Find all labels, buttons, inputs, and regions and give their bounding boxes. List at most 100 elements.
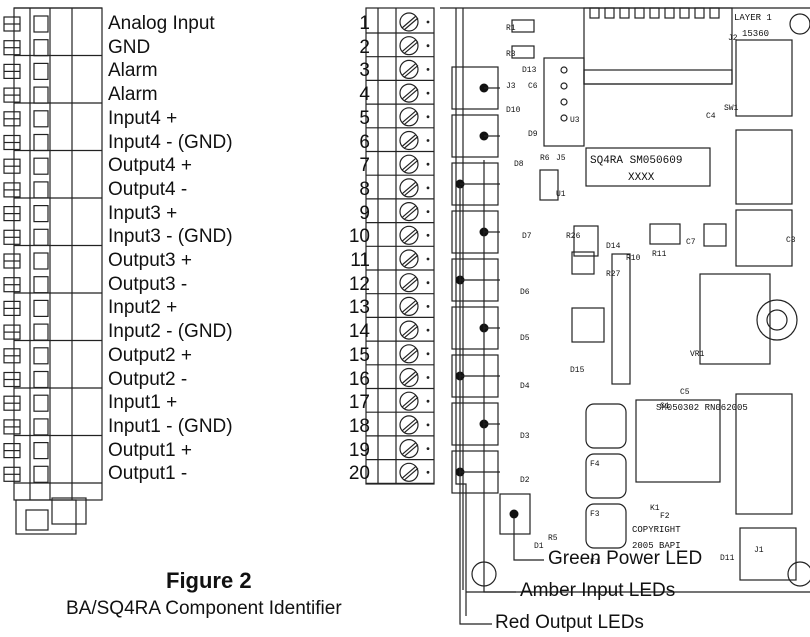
mounting-hole (789, 13, 810, 35)
ref-designator: R10 (626, 254, 641, 263)
green-led-leader (513, 518, 544, 561)
part-label-line2: XXXX (628, 172, 655, 184)
ic-chip (571, 307, 605, 343)
relay (735, 209, 793, 267)
screw-icon (399, 344, 419, 364)
heatsink-screw-icon (756, 299, 798, 341)
terminal-number: 5 (359, 107, 370, 129)
layer-label: LAYER 1 (734, 13, 772, 23)
terminal-number: 12 (348, 273, 370, 295)
terminal-label: Output1 + (108, 439, 192, 461)
copyright-label: COPYRIGHT (632, 525, 681, 535)
terminal-number: 4 (359, 84, 370, 106)
screw-icon (399, 178, 419, 198)
terminal-label: Input4 + (108, 107, 178, 129)
terminal-number: 17 (348, 392, 370, 414)
ref-designator: R3 (506, 50, 516, 59)
ref-designator: C7 (686, 238, 696, 247)
terminal-number: 6 (359, 131, 370, 153)
ref-designator: R27 (606, 270, 621, 279)
ref-designator: C5 (680, 388, 690, 397)
terminal-label: Output2 - (108, 368, 188, 390)
part-label-box (585, 147, 711, 187)
ref-designator: SW1 (724, 104, 739, 113)
screw-icon (399, 130, 419, 151)
ref-designator: C1 (660, 402, 670, 411)
ref-designator: J3 (506, 82, 516, 91)
screw-icon (399, 296, 419, 316)
ref-designator: J2 (728, 34, 738, 43)
terminal-number: 19 (348, 439, 370, 461)
ref-designator: F3 (590, 510, 600, 519)
ref-designator: J1 (754, 546, 764, 555)
terminal-number: 11 (350, 250, 370, 271)
revision-label: SM050302 RN062005 (656, 403, 748, 413)
part-label-line1: SQ4RA SM050609 (590, 155, 682, 167)
callout-green-power-led: Green Power LED (548, 548, 703, 569)
transformer (635, 399, 721, 483)
ref-designator: U3 (570, 116, 580, 125)
terminal-number: 7 (359, 155, 370, 177)
voltage-regulator (699, 273, 771, 365)
terminal-label: Input1 + (108, 392, 178, 414)
ref-designator: VR1 (690, 350, 705, 359)
ref-designator: D4 (520, 382, 530, 391)
screw-icon (399, 202, 419, 222)
terminal-number: 15 (348, 344, 370, 366)
terminal-number: 14 (348, 321, 370, 343)
figure-subtitle: BA/SQ4RA Component Identifier (66, 598, 342, 619)
ref-designator: D7 (522, 232, 532, 241)
terminal-label: Input2 - (GND) (108, 321, 233, 343)
terminal-label: Alarm (108, 84, 158, 106)
terminal-label: Analog Input (108, 13, 215, 34)
screw-icon (399, 415, 419, 435)
board-number-label: 15360 (742, 29, 769, 39)
terminal-label: Output3 - (108, 273, 188, 295)
terminal-label: Alarm (108, 60, 158, 82)
terminal-number: 18 (348, 415, 370, 437)
terminal-label: Input4 - (GND) (108, 131, 233, 153)
ref-designator: D11 (720, 554, 735, 563)
pcb-outline (440, 7, 810, 616)
fuse (585, 503, 627, 549)
screw-icon (399, 12, 419, 32)
ref-designator: R6 (540, 154, 550, 163)
ref-designator: R11 (652, 250, 667, 259)
relay (735, 129, 793, 205)
screw-icon (399, 249, 419, 269)
terminal-label: Input2 + (108, 297, 178, 319)
ref-designator: J5 (556, 154, 566, 163)
terminal-number: 1 (359, 13, 370, 34)
ref-designator: D1 (534, 542, 544, 551)
terminal-label: Input3 - (GND) (108, 226, 233, 248)
left-terminal-housing (13, 7, 103, 501)
screw-icon (399, 225, 419, 245)
ref-designator: K1 (650, 504, 660, 513)
ref-designator: D10 (506, 106, 521, 115)
ref-designator: D14 (606, 242, 621, 251)
terminal-label: Output4 + (108, 155, 192, 177)
fuse (585, 453, 627, 499)
screw-icon (399, 320, 419, 340)
ref-designator: R1 (506, 24, 516, 33)
ref-designator: D2 (520, 476, 530, 485)
ref-designator: R26 (566, 232, 581, 241)
terminal-label: Input1 - (GND) (108, 415, 233, 437)
ref-designator: D5 (520, 334, 530, 343)
ref-designator: C6 (528, 82, 538, 91)
ref-designator: C4 (706, 112, 716, 121)
ref-designator: D15 (570, 366, 585, 375)
screw-icon (399, 462, 419, 482)
screw-icon (399, 107, 419, 127)
left-connector-foot (15, 499, 77, 535)
callout-amber-input-leds: Amber Input LEDs (520, 580, 676, 601)
ref-designator: F1 (590, 558, 600, 567)
relay (735, 39, 793, 117)
terminal-number: 10 (348, 226, 370, 248)
ref-designator: D8 (514, 160, 524, 169)
ref-designator: C3 (786, 236, 796, 245)
ref-designator: D3 (520, 432, 530, 441)
mounting-hole (787, 561, 810, 587)
ref-designator: D9 (528, 130, 538, 139)
